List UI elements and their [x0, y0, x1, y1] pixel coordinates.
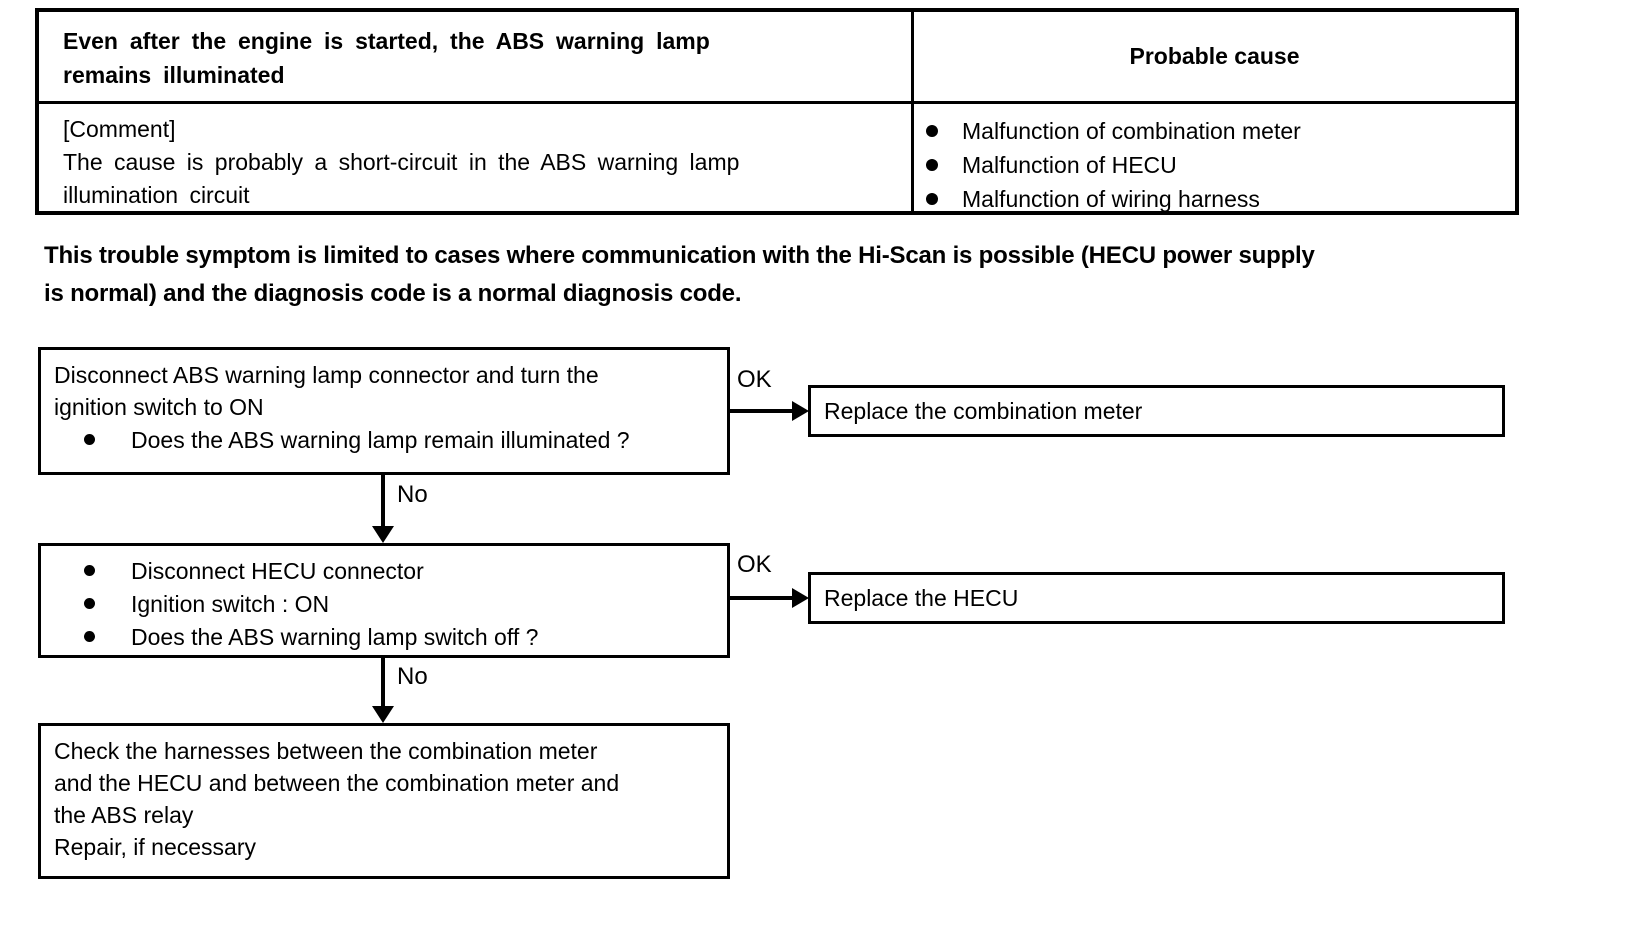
- step2-box: Disconnect HECU connector Ignition switc…: [38, 543, 730, 658]
- step1-text: Disconnect ABS warning lamp connector an…: [54, 362, 599, 420]
- bullet-icon: [84, 434, 95, 445]
- bullet-icon: [84, 631, 95, 642]
- step1-no-label: No: [397, 481, 428, 508]
- note-text: This trouble symptom is limited to cases…: [44, 242, 1315, 307]
- step1-ok-label: OK: [737, 366, 772, 393]
- cause-item: Malfunction of wiring harness: [914, 182, 1515, 216]
- bullet-icon: [84, 598, 95, 609]
- step2-item-label: Ignition switch : ON: [131, 590, 330, 617]
- step2-item: Does the ABS warning lamp switch off ?: [54, 620, 727, 653]
- step1-box: Disconnect ABS warning lamp connector an…: [38, 347, 730, 475]
- step2-result-label: Replace the HECU: [824, 584, 1019, 611]
- cause-item-label: Malfunction of combination meter: [962, 117, 1301, 144]
- step2-result-box: Replace the HECU: [808, 572, 1505, 624]
- cause-item-label: Malfunction of HECU: [962, 151, 1177, 178]
- cause-item: Malfunction of combination meter: [914, 114, 1515, 148]
- step1-no-arrowhead-icon: [372, 526, 394, 543]
- step1-question: Does the ABS warning lamp remain illumin…: [54, 423, 719, 456]
- step1-question-label: Does the ABS warning lamp remain illumin…: [131, 426, 630, 453]
- step2-ok-label: OK: [737, 551, 772, 578]
- bullet-icon: [926, 193, 938, 205]
- step2-item-label: Does the ABS warning lamp switch off ?: [131, 623, 539, 650]
- probable-cause-header-cell: Probable cause: [911, 12, 1515, 101]
- cause-item-label: Malfunction of wiring harness: [962, 185, 1260, 212]
- step2-item-label: Disconnect HECU connector: [131, 557, 424, 584]
- step1-result-label: Replace the combination meter: [824, 397, 1143, 424]
- step2-no-arrowhead-icon: [372, 706, 394, 723]
- step1-result-box: Replace the combination meter: [808, 385, 1505, 437]
- causes-list: Malfunction of combination meter Malfunc…: [911, 101, 1515, 212]
- step2-item: Disconnect HECU connector: [54, 554, 727, 587]
- step3-box: Check the harnesses between the combinat…: [38, 723, 730, 879]
- step2-ok-arrowhead-icon: [792, 588, 809, 608]
- step2-no-label: No: [397, 663, 428, 690]
- step2-item: Ignition switch : ON: [54, 587, 727, 620]
- bullet-icon: [926, 159, 938, 171]
- step1-no-arrow: [381, 475, 385, 528]
- step1-ok-arrow: [729, 409, 793, 413]
- comment-cell: [Comment] The cause is probably a short-…: [39, 101, 911, 211]
- symptom-cause-table: Even after the engine is started, the AB…: [35, 8, 1519, 215]
- bullet-icon: [84, 565, 95, 576]
- step2-ok-arrow: [729, 596, 793, 600]
- cause-item: Malfunction of HECU: [914, 148, 1515, 182]
- step2-no-arrow: [381, 658, 385, 708]
- probable-cause-header-label: Probable cause: [1129, 43, 1300, 69]
- symptom-cell: Even after the engine is started, the AB…: [63, 28, 710, 88]
- bullet-icon: [926, 125, 938, 137]
- step1-ok-arrowhead-icon: [792, 401, 809, 421]
